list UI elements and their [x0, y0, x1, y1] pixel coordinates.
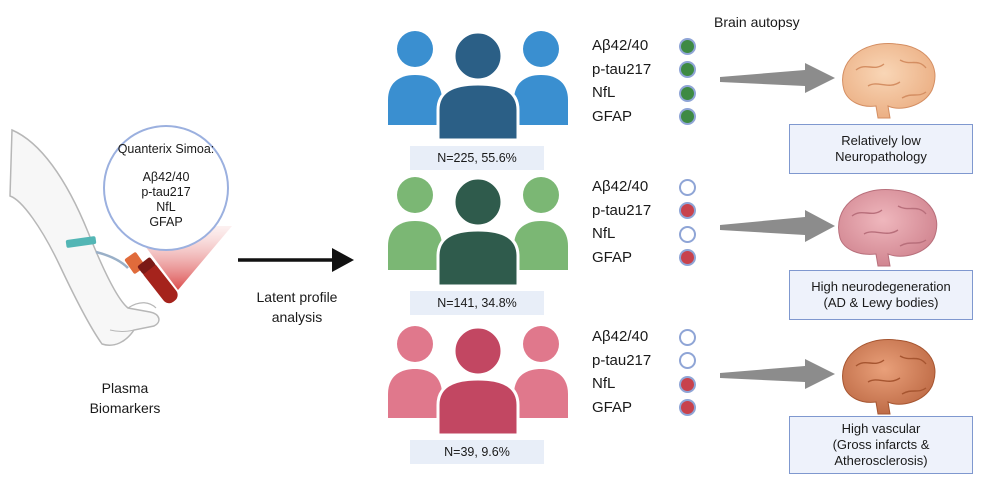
marker-status-dot: [679, 225, 696, 243]
marker-row: NfL: [592, 372, 704, 396]
outcome-box-vascular: High vascular (Gross infarcts & Atherosc…: [789, 416, 973, 474]
blood-tube-icon: [137, 257, 178, 304]
marker-row: p-tau217: [592, 349, 704, 373]
callout-biomarker: Aβ42/40: [142, 170, 190, 184]
marker-row: GFAP: [592, 246, 704, 270]
profile-group-2-icon: [388, 176, 568, 288]
profile-3-markers: Aβ42/40 p-tau217 NfL GFAP: [592, 325, 704, 419]
marker-row: p-tau217: [592, 58, 704, 82]
marker-status-dot: [679, 352, 696, 370]
biomarker-callout-circle: [103, 125, 229, 251]
outcome-arrow-2: [720, 210, 835, 242]
callout-title: Quanterix Simoa:: [117, 142, 215, 156]
marker-row: GFAP: [592, 396, 704, 420]
profile-2-count: N=141, 34.8%: [410, 291, 544, 315]
biomarker-callout: Quanterix Simoa: Aβ42/40 p-tau217 NfL GF…: [108, 142, 224, 230]
marker-row: NfL: [592, 81, 704, 105]
marker-status-dot: [679, 375, 696, 393]
profile-1-count: N=225, 55.6%: [410, 146, 544, 170]
arm-illustration: [9, 128, 160, 346]
outcome-box-low-pathology: Relatively low Neuropathology: [789, 124, 973, 174]
callout-biomarker: p-tau217: [141, 185, 191, 199]
plasma-biomarkers-label: Plasma Biomarkers: [89, 380, 161, 416]
callout-biomarker: NfL: [156, 200, 176, 214]
callout-biomarker: GFAP: [149, 215, 183, 229]
marker-status-dot: [679, 178, 696, 196]
profile-group-3-icon: [388, 325, 568, 437]
marker-row: GFAP: [592, 105, 704, 129]
marker-status-dot: [679, 202, 696, 220]
latent-profile-label: Latent profile analysis: [256, 289, 338, 325]
outcome-box-neurodegeneration: High neurodegeneration (AD & Lewy bodies…: [789, 270, 973, 320]
marker-row: p-tau217: [592, 199, 704, 223]
profile-2-markers: Aβ42/40 p-tau217 NfL GFAP: [592, 175, 704, 269]
marker-status-dot: [679, 61, 696, 79]
profile-1-markers: Aβ42/40 p-tau217 NfL GFAP: [592, 34, 704, 128]
marker-row: Aβ42/40: [592, 175, 704, 199]
marker-status-dot: [679, 328, 696, 346]
outcome-arrow-3: [720, 359, 835, 389]
brain-icon-low-pathology: [842, 43, 936, 119]
marker-row: Aβ42/40: [592, 34, 704, 58]
analysis-arrow: [238, 248, 354, 272]
brain-autopsy-label: Brain autopsy: [714, 14, 800, 30]
profile-3-count: N=39, 9.6%: [410, 440, 544, 464]
marker-status-dot: [679, 37, 696, 55]
marker-row: NfL: [592, 222, 704, 246]
brain-icon-vascular: [842, 339, 936, 415]
brain-icon-neurodegeneration: [838, 189, 938, 267]
marker-status-dot: [679, 249, 696, 267]
marker-status-dot: [679, 84, 696, 102]
marker-status-dot: [679, 108, 696, 126]
outcome-arrow-1: [720, 63, 835, 93]
marker-status-dot: [679, 399, 696, 417]
profile-group-1-icon: [388, 30, 568, 142]
marker-row: Aβ42/40: [592, 325, 704, 349]
